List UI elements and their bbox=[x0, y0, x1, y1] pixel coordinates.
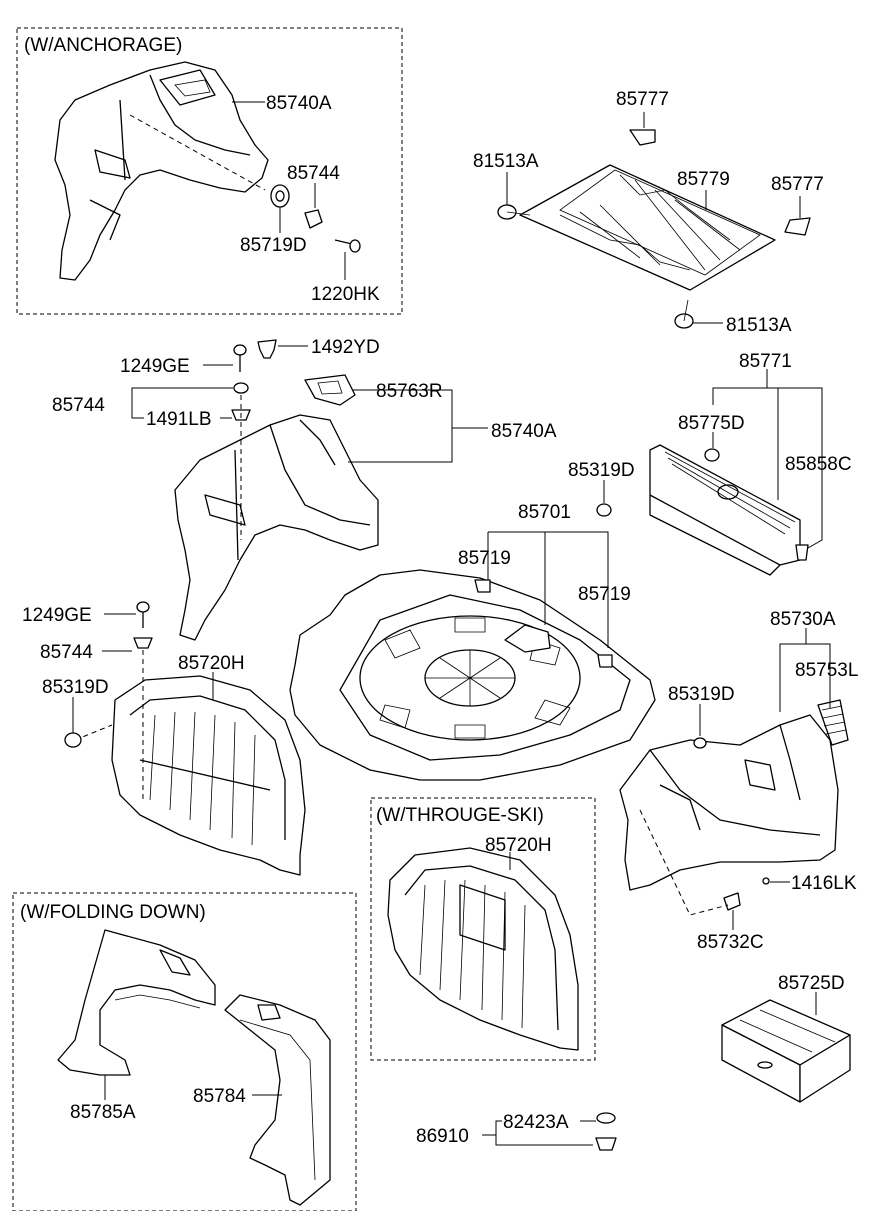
label-85319D-c: 85319D bbox=[668, 684, 735, 705]
label-85740A-top: 85740A bbox=[266, 93, 332, 114]
label-85719-a: 85719 bbox=[458, 548, 511, 569]
leader-86910-82423A bbox=[482, 1120, 596, 1146]
label-85785A: 85785A bbox=[70, 1102, 136, 1123]
side-trim-main-drawing bbox=[174, 374, 379, 641]
leader-85701 bbox=[487, 531, 609, 648]
washer-82423A bbox=[596, 1112, 616, 1124]
wheelhouse-trim-a-drawing bbox=[74, 650, 306, 876]
leader-85744-mid bbox=[131, 387, 233, 419]
folding-down-trim-a-drawing bbox=[57, 929, 216, 1076]
label-1491LB: 1491LB bbox=[146, 409, 212, 430]
bracket-85719-b bbox=[597, 654, 613, 668]
wheelhouse-trim-b-drawing bbox=[387, 847, 579, 1051]
label-85771: 85771 bbox=[739, 351, 792, 372]
label-1492YD: 1492YD bbox=[311, 337, 380, 358]
grommet-85719D-drawing bbox=[129, 114, 323, 229]
label-85319D-b: 85319D bbox=[42, 677, 109, 698]
label-85744-top: 85744 bbox=[287, 163, 340, 184]
folding-down-group-box bbox=[12, 892, 357, 1211]
label-85319D-a: 85319D bbox=[568, 460, 635, 481]
side-trim-right-drawing bbox=[619, 699, 849, 916]
label-85719-b: 85719 bbox=[578, 584, 631, 605]
leader-85763R-85740A-mid bbox=[348, 389, 488, 463]
label-85744-low: 85744 bbox=[40, 642, 93, 663]
label-86910: 86910 bbox=[416, 1126, 469, 1147]
label-85732C: 85732C bbox=[697, 932, 764, 953]
anchorage-group-label: (W/ANCHORAGE) bbox=[24, 35, 182, 56]
luggage-floor-drawing bbox=[289, 569, 656, 781]
label-85719D: 85719D bbox=[240, 235, 307, 256]
clip-1492YD-drawing bbox=[257, 339, 277, 359]
label-85730A: 85730A bbox=[770, 609, 836, 630]
label-85779: 85779 bbox=[677, 169, 730, 190]
tool-box-drawing bbox=[721, 999, 851, 1103]
leader-85730A-85753L bbox=[779, 628, 831, 712]
label-85777-a: 85777 bbox=[616, 89, 669, 110]
clip-86910 bbox=[595, 1137, 617, 1151]
rear-transverse-trim-drawing bbox=[596, 444, 809, 576]
washer-85744-mid bbox=[233, 382, 249, 394]
label-1249GE-b: 1249GE bbox=[22, 605, 92, 626]
througe-ski-group-label: (W/THROUGE-SKI) bbox=[376, 805, 544, 826]
label-85701: 85701 bbox=[518, 502, 571, 523]
anchorage-group-box bbox=[16, 27, 403, 315]
label-85725D: 85725D bbox=[778, 973, 845, 994]
label-85775D: 85775D bbox=[678, 413, 745, 434]
clip-85744-low bbox=[133, 637, 153, 649]
label-82423A: 82423A bbox=[503, 1112, 569, 1133]
label-85777-b: 85777 bbox=[771, 174, 824, 195]
screw-1249GE-b-drawing bbox=[136, 601, 150, 628]
side-trim-anchorage-drawing bbox=[54, 61, 269, 281]
label-81513A-top: 81513A bbox=[473, 151, 539, 172]
bracket-85719-a bbox=[474, 579, 491, 593]
clip-85319D-b bbox=[64, 732, 82, 748]
label-85740A-mid: 85740A bbox=[491, 421, 557, 442]
label-85720H-a: 85720H bbox=[178, 653, 245, 674]
label-81513A-bot: 81513A bbox=[726, 315, 792, 336]
screw-1249GE-a-drawing bbox=[233, 344, 247, 372]
label-85763R: 85763R bbox=[376, 381, 443, 402]
folding-down-group-label: (W/FOLDING DOWN) bbox=[20, 902, 206, 923]
label-85753L: 85753L bbox=[795, 660, 858, 681]
througe-ski-group-box bbox=[370, 797, 596, 1061]
folding-down-trim-b-drawing bbox=[224, 994, 331, 1206]
screw-1220HK-drawing bbox=[334, 239, 361, 253]
label-85744-mid: 85744 bbox=[52, 395, 105, 416]
label-85784: 85784 bbox=[193, 1086, 246, 1107]
label-1249GE-a: 1249GE bbox=[120, 356, 190, 377]
label-85720H-b: 85720H bbox=[485, 835, 552, 856]
label-1416LK: 1416LK bbox=[791, 873, 857, 894]
label-1220HK: 1220HK bbox=[311, 284, 380, 305]
label-85858C: 85858C bbox=[785, 454, 852, 475]
luggage-net-drawing bbox=[497, 129, 811, 329]
